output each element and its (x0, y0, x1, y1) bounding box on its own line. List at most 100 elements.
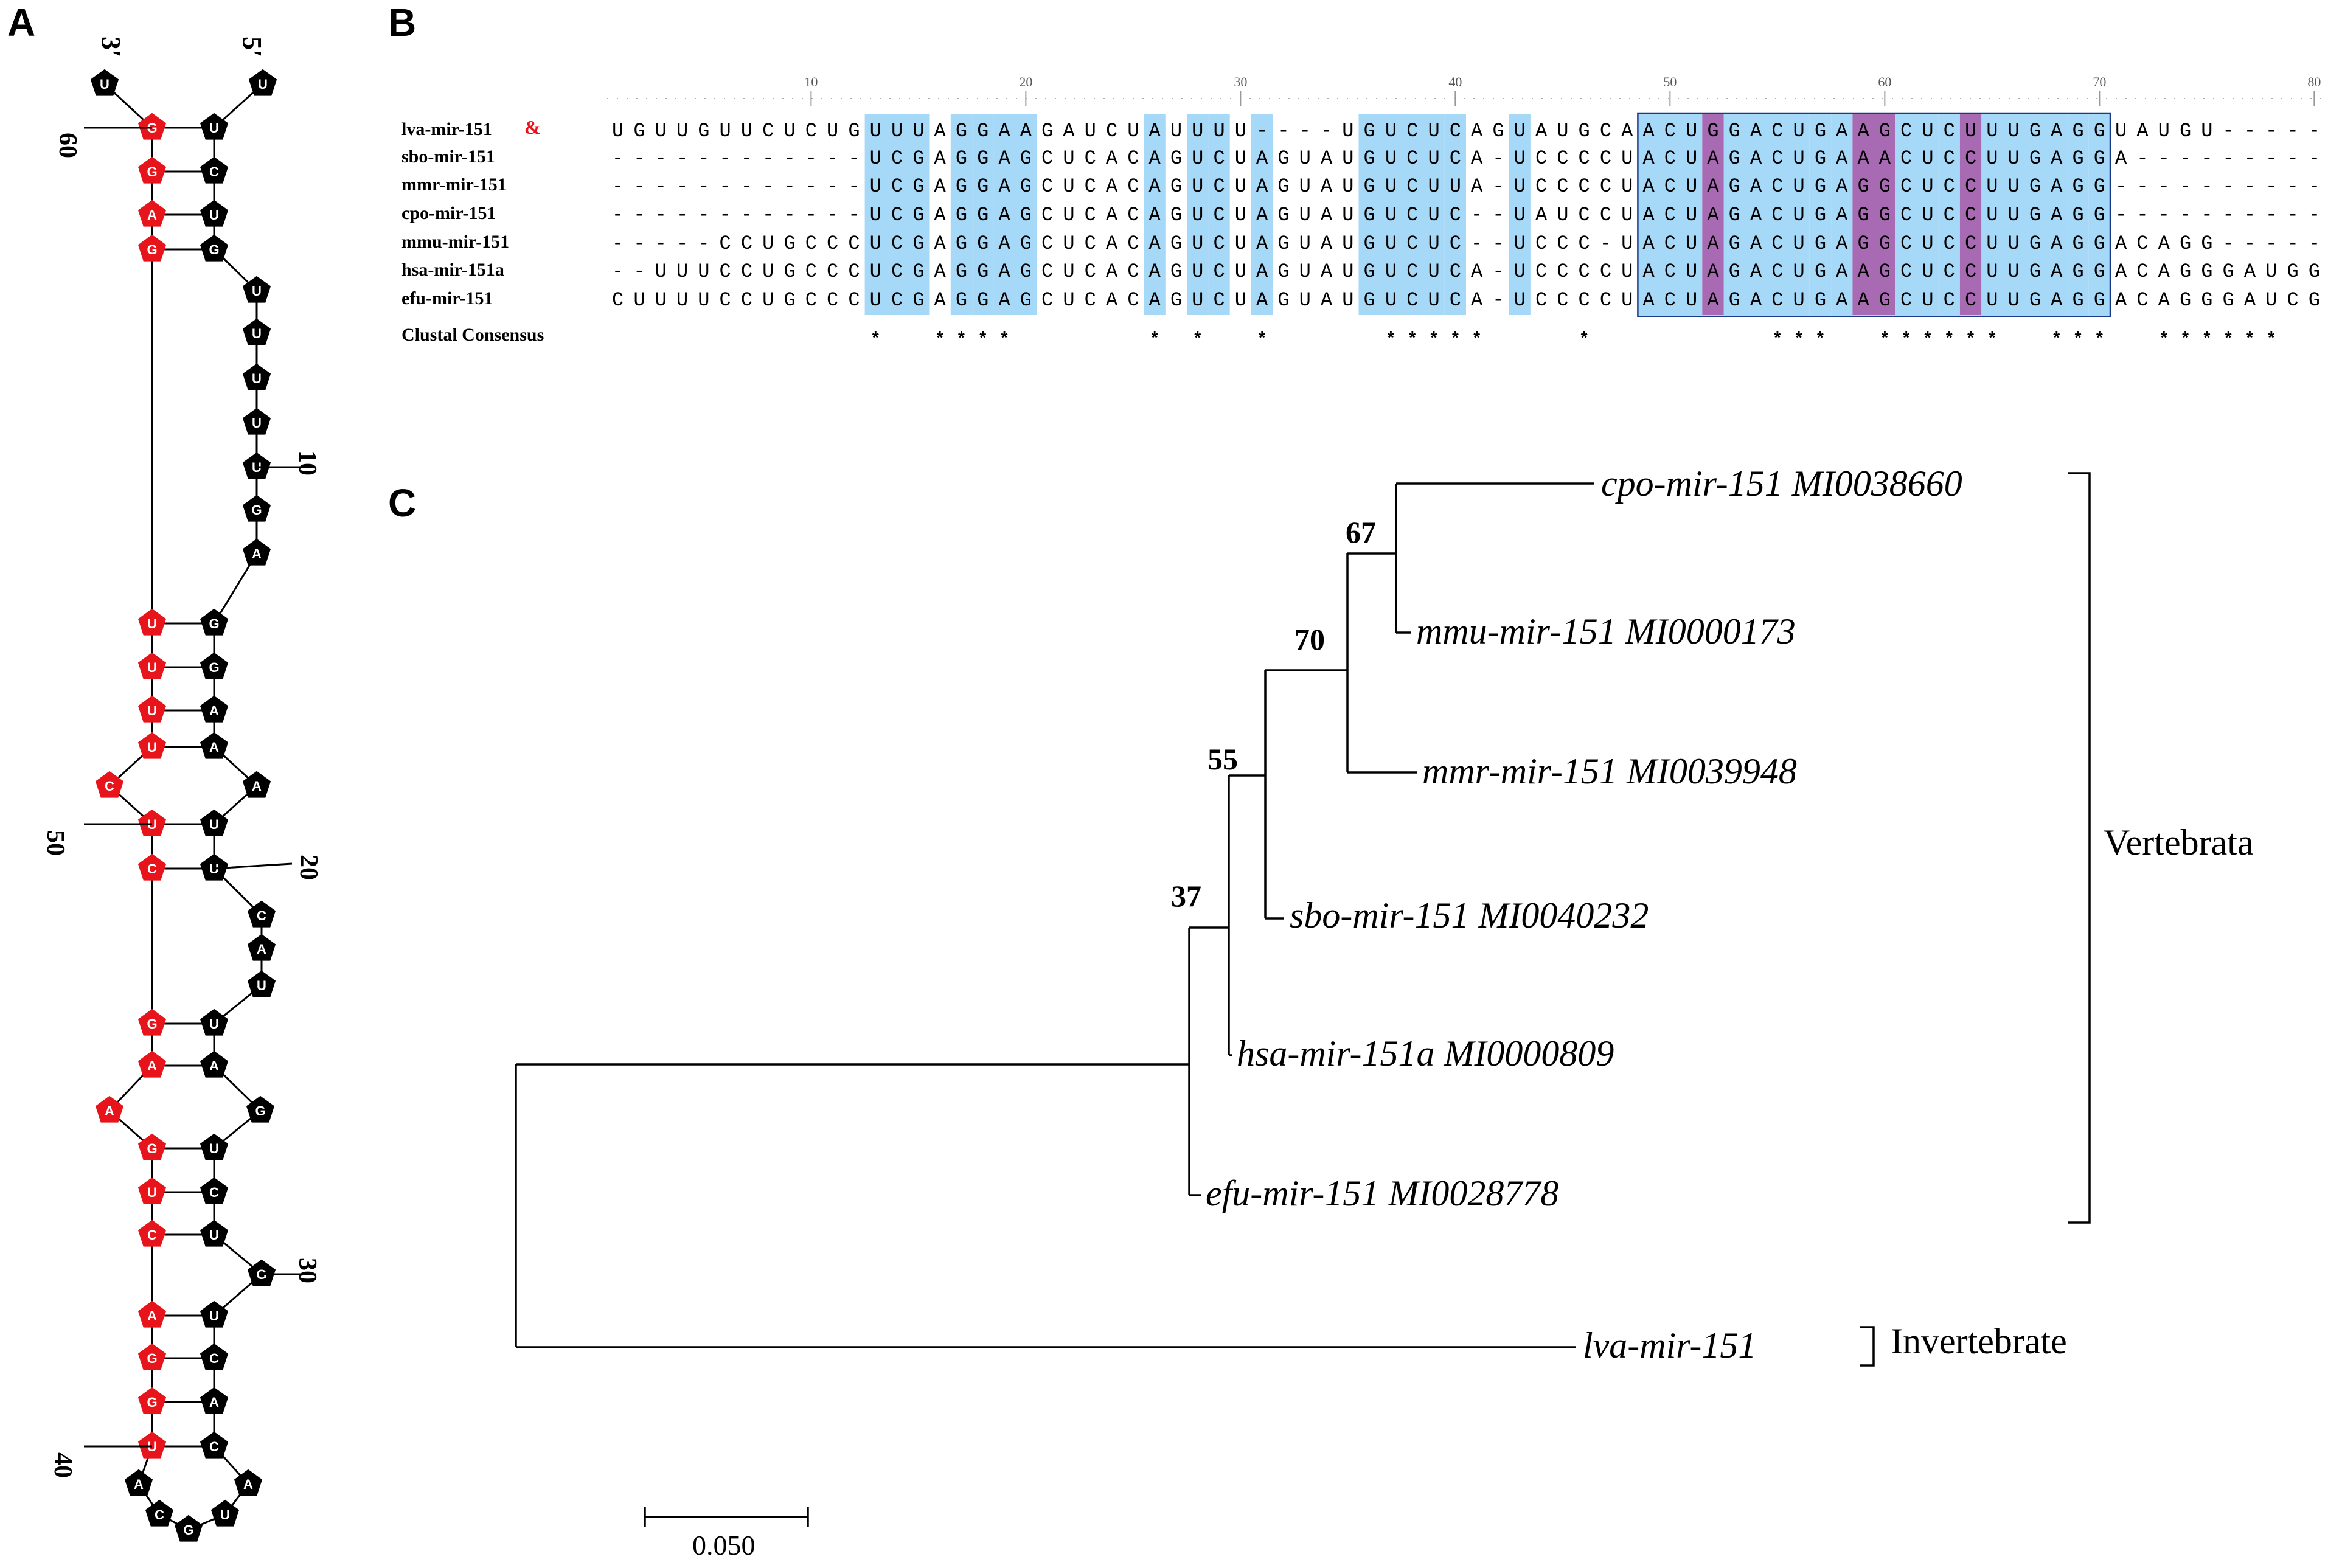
conserved-column-highlight (2003, 114, 2024, 315)
conserved-column-highlight (1831, 114, 1853, 315)
sequence-char: A (1750, 147, 1762, 170)
sequence-char: A (2115, 289, 2127, 311)
sequence-char: G (2094, 147, 2105, 170)
sequence-char: U (1514, 147, 1526, 170)
conserved-column-highlight (1251, 114, 1273, 315)
sequence-char: - (827, 204, 838, 226)
sequence-char: C (1965, 260, 1976, 283)
sequence-char: G (912, 232, 924, 255)
sequence-char: U (1621, 204, 1633, 226)
sequence-char: G (912, 260, 924, 283)
sequence-char: C (1450, 147, 1461, 170)
right-strand-base: A (209, 1058, 219, 1074)
sequence-char: - (2115, 175, 2127, 198)
sequence-char: U (1686, 232, 1697, 255)
sequence-char: - (2265, 175, 2277, 198)
sequence-char: G (956, 289, 967, 311)
sequence-char: G (1729, 204, 1740, 226)
sequence-char: U (1342, 204, 1353, 226)
sequence-char: U (655, 289, 667, 311)
consensus-star: * (978, 330, 988, 349)
sequence-char: C (1085, 204, 1096, 226)
sequence-char: C (1900, 289, 1912, 311)
sequence-char: U (1514, 204, 1526, 226)
sequence-char: C (1557, 232, 1568, 255)
sequence-char: A (1321, 204, 1333, 226)
right-strand-base: G (255, 1103, 265, 1119)
sequence-char: C (1965, 204, 1976, 226)
left-strand-base: G (147, 164, 157, 179)
sequence-char: A (1707, 204, 1719, 226)
right-strand-base: A (209, 703, 219, 718)
sequence-char: A (1621, 120, 1633, 142)
sequence-char: - (827, 147, 838, 170)
sequence-char: U (676, 289, 688, 311)
sequence-char: C (891, 260, 903, 283)
sequence-char: G (956, 260, 967, 283)
right-strand-base: A (252, 546, 262, 561)
right-strand-node (242, 452, 271, 479)
position-label: 60 (54, 133, 82, 158)
sequence-char: G (1277, 232, 1289, 255)
conserved-column-highlight (1895, 114, 1917, 315)
sequence-char: - (848, 147, 860, 170)
sequence-char: A (1642, 204, 1655, 226)
sequence-char: - (762, 204, 774, 226)
left-strand-node (137, 113, 167, 140)
sequence-char: U (1621, 175, 1633, 198)
right-strand-base: U (252, 371, 262, 386)
sequence-char: U (1986, 147, 1998, 170)
right-strand-node (200, 809, 229, 836)
sequence-char: A (1857, 120, 1869, 142)
right-strand-node (200, 1343, 229, 1370)
sequence-char: U (1514, 260, 1526, 283)
sequence-char: G (956, 204, 967, 226)
sequence-char: - (633, 204, 645, 226)
sequence-char: U (1342, 147, 1353, 170)
sequence-char: A (1857, 289, 1869, 311)
sequence-char: - (1492, 204, 1504, 226)
sequence-char: C (1406, 204, 1418, 226)
sequence-char: C (891, 232, 903, 255)
left-strand-node (137, 1387, 167, 1414)
sequence-char: - (1277, 120, 1289, 142)
sequence-char: G (1170, 232, 1182, 255)
sequence-char: U (1557, 204, 1568, 226)
sequence-char: G (956, 232, 967, 255)
leaf-label-mmu: mmu-mir-151 MI0000173 (1416, 611, 1796, 651)
sequence-char: - (1256, 120, 1268, 142)
sequence-char: A (934, 289, 947, 311)
sequence-char: C (1450, 232, 1461, 255)
sequence-char: A (1535, 204, 1548, 226)
sequence-char: A (934, 232, 947, 255)
sequence-char: G (1815, 204, 1826, 226)
position-label: 40 (49, 1452, 77, 1478)
sequence-char: A (998, 289, 1010, 311)
sequence-char: U (1557, 120, 1568, 142)
sequence-char: A (934, 147, 947, 170)
right-strand-node (200, 1177, 229, 1204)
right-strand-node (200, 199, 229, 227)
conserved-column-highlight (1144, 114, 1166, 315)
motif-column-highlight (1874, 114, 1895, 315)
sequence-char: A (1750, 175, 1762, 198)
sequence-char: C (1535, 147, 1547, 170)
sequence-char: G (1815, 260, 1826, 283)
sequence-char: U (1063, 204, 1074, 226)
sequence-char: U (1299, 175, 1311, 198)
sequence-char: - (784, 147, 795, 170)
sequence-char: A (1471, 120, 1483, 142)
sequence-char: C (1041, 260, 1053, 283)
leaf-label-efu: efu-mir-151 MI0028778 (1206, 1173, 1558, 1213)
sequence-char: - (2223, 120, 2234, 142)
sequence-char: A (998, 232, 1010, 255)
sequence-char: - (612, 147, 624, 170)
right-strand-base: U (252, 283, 262, 299)
left-strand-node (137, 652, 167, 679)
sequence-char: G (1020, 175, 1032, 198)
sequence-char: G (2094, 289, 2105, 311)
sequence-char: C (1535, 175, 1547, 198)
conserved-column-highlight (2088, 114, 2110, 315)
left-strand-base: G (147, 1141, 157, 1156)
sequence-char: G (1364, 289, 1375, 311)
